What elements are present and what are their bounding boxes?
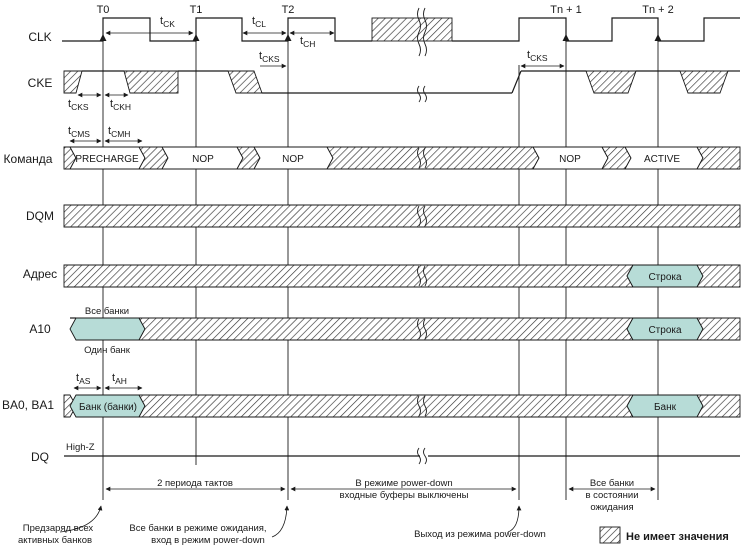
tcms-label: tCMS	[68, 125, 90, 139]
a10-label: A10	[29, 322, 51, 336]
dq-highz-text: High-Z	[66, 442, 95, 453]
two-periods-text: 2 периода тактов	[157, 478, 233, 489]
ba-bus: Банк (банки) Банк	[63, 394, 741, 418]
clock-edge-lines	[102, 20, 659, 500]
legend: Не имеет значения	[599, 526, 729, 544]
tah-label: tAH	[112, 372, 127, 386]
clock-edge-labels: T0 T1 T2 Tn + 1 Tn + 2	[97, 4, 674, 16]
tcl-label: tCL	[252, 15, 266, 29]
clk-waveform	[62, 17, 740, 42]
cke-dont-care-before-t2	[227, 70, 263, 94]
dqm-dont-care	[63, 204, 741, 228]
break-marks	[417, 7, 427, 465]
tcks-label-tn1: tCKS	[527, 49, 548, 63]
t0-label: T0	[97, 4, 110, 16]
nop-command-text-1: NOP	[192, 154, 214, 165]
cke-dont-care-after-tn1	[585, 70, 637, 94]
address-label: Адрес	[23, 267, 57, 281]
powerdown-text-2: входные буферы выключены	[340, 490, 469, 501]
ba-bank-banks-text: Банк (банки)	[79, 401, 137, 413]
precharge-annotation-1: Предзаряд всех	[23, 523, 94, 534]
a10-all-banks-text: Все банки	[85, 306, 129, 317]
signal-labels: CLK CKE Команда DQM Адрес A10 BA0, BA1 D…	[2, 30, 57, 464]
a10-dont-care	[138, 317, 634, 341]
a10-bus: Строка Все банки Один банк	[69, 306, 741, 356]
tcks-label-t2: tCKS	[259, 50, 280, 64]
tck-label: tCK	[160, 15, 175, 29]
cke-dont-care-after-tn2	[679, 70, 729, 94]
idle-text-2: в состоянии	[585, 490, 638, 501]
cke-waveform	[63, 70, 740, 94]
dont-care-legend-swatch	[599, 526, 621, 544]
address-row-text: Строка	[648, 272, 682, 283]
nop-command-text-2: NOP	[282, 154, 304, 165]
ba-label: BA0, BA1	[2, 398, 54, 412]
ba-bank-text: Банк	[654, 402, 677, 413]
bottom-annotations: Предзаряд всех активных банков Все банки…	[18, 505, 546, 546]
idle-annotation-1: Все банки в режиме ожидания,	[129, 523, 266, 534]
command-label: Команда	[4, 152, 53, 166]
dq-label: DQ	[31, 450, 49, 464]
tch-label: tCH	[300, 35, 315, 49]
precharge-annotation-2: активных банков	[18, 535, 92, 546]
tn2-label: Tn + 2	[642, 4, 674, 16]
idle-text-3: ожидания	[590, 502, 633, 513]
timing-annotations: tCK tCL tCH tCKS tCKS tCKS tCKH tCMS tCM…	[68, 15, 565, 391]
cke-dont-care-start	[63, 70, 83, 94]
a10-row-text: Строка	[648, 325, 682, 336]
ba-dont-care	[138, 394, 634, 418]
dqm-bus	[63, 204, 741, 228]
cke-dont-care-after-t0	[123, 70, 179, 94]
nop-command-text-3: NOP	[559, 154, 581, 165]
active-command-text: ACTIVE	[644, 154, 680, 165]
exit-annotation: Выход из режима power-down	[414, 529, 546, 540]
t1-label: T1	[190, 4, 203, 16]
a10-bank-select-box	[69, 317, 146, 341]
precharge-command-text: PRECHARGE	[75, 154, 139, 165]
dqm-label: DQM	[26, 209, 54, 223]
tckh-label-t0: tCKH	[110, 98, 131, 112]
clk-dont-care-block	[371, 17, 453, 42]
address-dont-care	[63, 264, 634, 288]
idle-annotation-2: вход в режим power-down	[151, 535, 265, 546]
dont-care-legend-text: Не имеет значения	[626, 531, 729, 543]
a10-one-bank-text: Один банк	[84, 345, 131, 356]
tas-label: tAS	[76, 372, 91, 386]
dq-bus: High-Z	[64, 442, 740, 457]
tcks-label-t0: tCKS	[68, 98, 89, 112]
interval-arrows: 2 периода тактов В режиме power-down вхо…	[105, 478, 656, 513]
tcmh-label: tCMH	[108, 125, 130, 139]
powerdown-text-1: В режиме power-down	[355, 478, 452, 489]
clk-label: CLK	[28, 30, 51, 44]
command-bus: PRECHARGE NOP NOP NOP ACTIVE	[63, 146, 741, 170]
idle-text-1: Все банки	[590, 478, 634, 489]
tn1-label: Tn + 1	[550, 4, 582, 16]
t2-label: T2	[282, 4, 295, 16]
command-dont-care-powerdown	[326, 146, 540, 170]
cke-label: CKE	[28, 76, 53, 90]
address-bus: Строка	[63, 264, 741, 288]
